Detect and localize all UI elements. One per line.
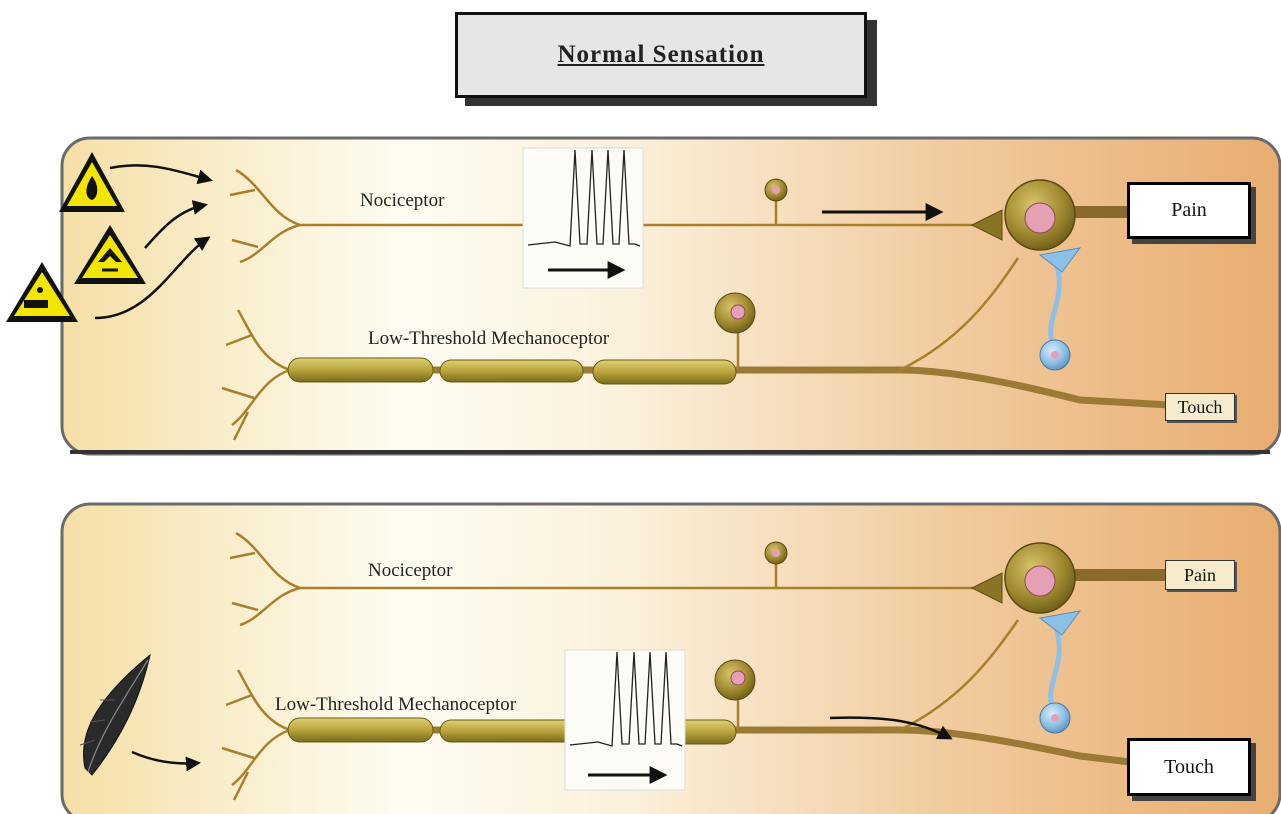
myelin-sheaths <box>288 358 736 384</box>
touch-label: Touch <box>1178 397 1223 418</box>
nociceptor-label: Nociceptor <box>360 190 444 212</box>
diagram-title: Normal Sensation <box>558 41 765 69</box>
touch-output-box: Touch <box>1165 393 1235 421</box>
mechanoceptor-label: Low-Threshold Mechanoceptor <box>368 328 609 350</box>
panel-innocuous <box>62 504 1280 814</box>
touch-output-box: Touch <box>1127 738 1251 796</box>
pain-label: Pain <box>1184 565 1216 586</box>
nociceptor-label: Nociceptor <box>368 560 452 582</box>
projection-nucleus <box>1025 203 1055 233</box>
action-potential-inset <box>565 650 685 790</box>
projection-nucleus <box>1025 566 1055 596</box>
mechanoceptor-label: Low-Threshold Mechanoceptor <box>275 694 516 716</box>
panel-background <box>62 138 1280 454</box>
mechanoceptor-nucleus <box>731 305 745 319</box>
action-potential-inset <box>523 148 643 288</box>
pain-output-box: Pain <box>1127 182 1251 239</box>
pain-output-box: Pain <box>1165 560 1235 590</box>
touch-label: Touch <box>1164 756 1214 779</box>
panel-noxious <box>6 138 1280 454</box>
nociceptor-nucleus <box>772 549 780 557</box>
title-box: Normal Sensation <box>455 12 867 98</box>
mechanoceptor-nucleus <box>731 671 745 685</box>
nociceptor-nucleus <box>772 186 780 194</box>
pain-label: Pain <box>1171 199 1207 222</box>
